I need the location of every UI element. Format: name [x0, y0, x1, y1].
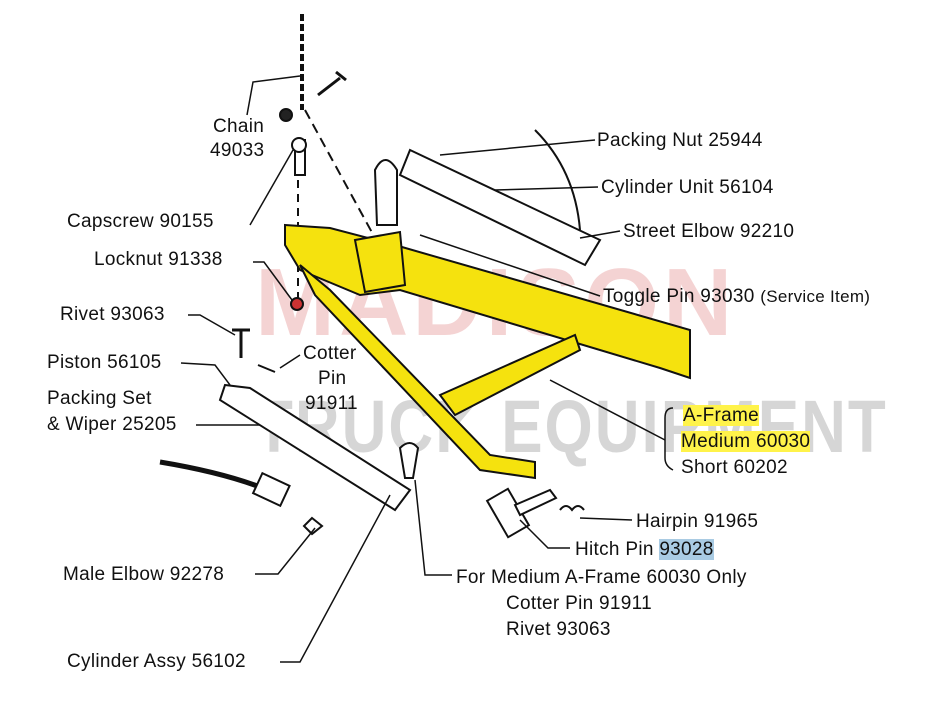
toggle-pin-note: (Service Item): [760, 287, 871, 306]
label-locknut: Locknut 91338: [94, 249, 223, 270]
cylinder-assy-part: [159, 383, 412, 512]
label-capscrew: Capscrew 90155: [67, 211, 214, 232]
medium-cotter-pin-part: [398, 442, 420, 479]
aframe-medium: Medium 60030: [681, 431, 811, 452]
label-hitch-pin: Hitch Pin 93028: [575, 539, 714, 561]
hitch-pin-part: [485, 487, 558, 539]
male-elbow-part: [302, 516, 324, 536]
label-medium-rivet: Rivet 93063: [506, 619, 611, 640]
label-cotter-pin: Pin: [318, 368, 347, 389]
hairpin-part: [559, 505, 585, 512]
locknut-part: [290, 297, 304, 311]
label-packing-nut: Packing Nut 25944: [597, 130, 763, 151]
label-male-elbow: Male Elbow 92278: [63, 564, 225, 585]
label-medium-cotter: Cotter Pin 91911: [506, 593, 652, 614]
bolt-part: [317, 70, 347, 97]
hitch-pin-number: 93028: [659, 539, 714, 560]
label-toggle-pin: Toggle Pin 93030 (Service Item): [603, 286, 870, 308]
label-rivet: Rivet 93063: [60, 304, 165, 325]
label-cylinder-assy: Cylinder Assy 56102: [67, 651, 246, 672]
toggle-pin-text: Toggle Pin 93030: [603, 286, 755, 307]
toggle-pin-part: [373, 159, 398, 226]
label-packing-wiper: & Wiper 25205: [47, 414, 177, 435]
leader-lines: [180, 75, 674, 663]
label-hairpin: Hairpin 91965: [636, 511, 759, 532]
label-medium-only: For Medium A-Frame 60030 Only: [456, 567, 747, 588]
label-cotter: Cotter: [303, 343, 357, 364]
label-chain-number: 49033: [210, 140, 265, 161]
label-street-elbow: Street Elbow 92210: [623, 221, 795, 242]
label-chain: Chain: [213, 116, 265, 137]
nut-part: [279, 108, 293, 122]
label-cotter-number: 91911: [305, 393, 358, 414]
label-aframe: A-Frame: [683, 405, 759, 427]
hitch-pin-name: Hitch Pin: [575, 539, 660, 560]
cylinder-unit-part: [398, 129, 602, 267]
cotter-pin-part: [257, 364, 276, 373]
rivet-part: [232, 328, 250, 358]
a-frame-part: [284, 223, 691, 480]
aframe-title: A-Frame: [683, 405, 759, 426]
label-packing-set: Packing Set: [47, 388, 152, 409]
label-aframe-short: Short 60202: [681, 457, 788, 478]
label-piston: Piston 56105: [47, 352, 162, 373]
label-aframe-medium: Medium 60030: [681, 431, 811, 453]
label-cylinder-unit: Cylinder Unit 56104: [601, 177, 774, 198]
